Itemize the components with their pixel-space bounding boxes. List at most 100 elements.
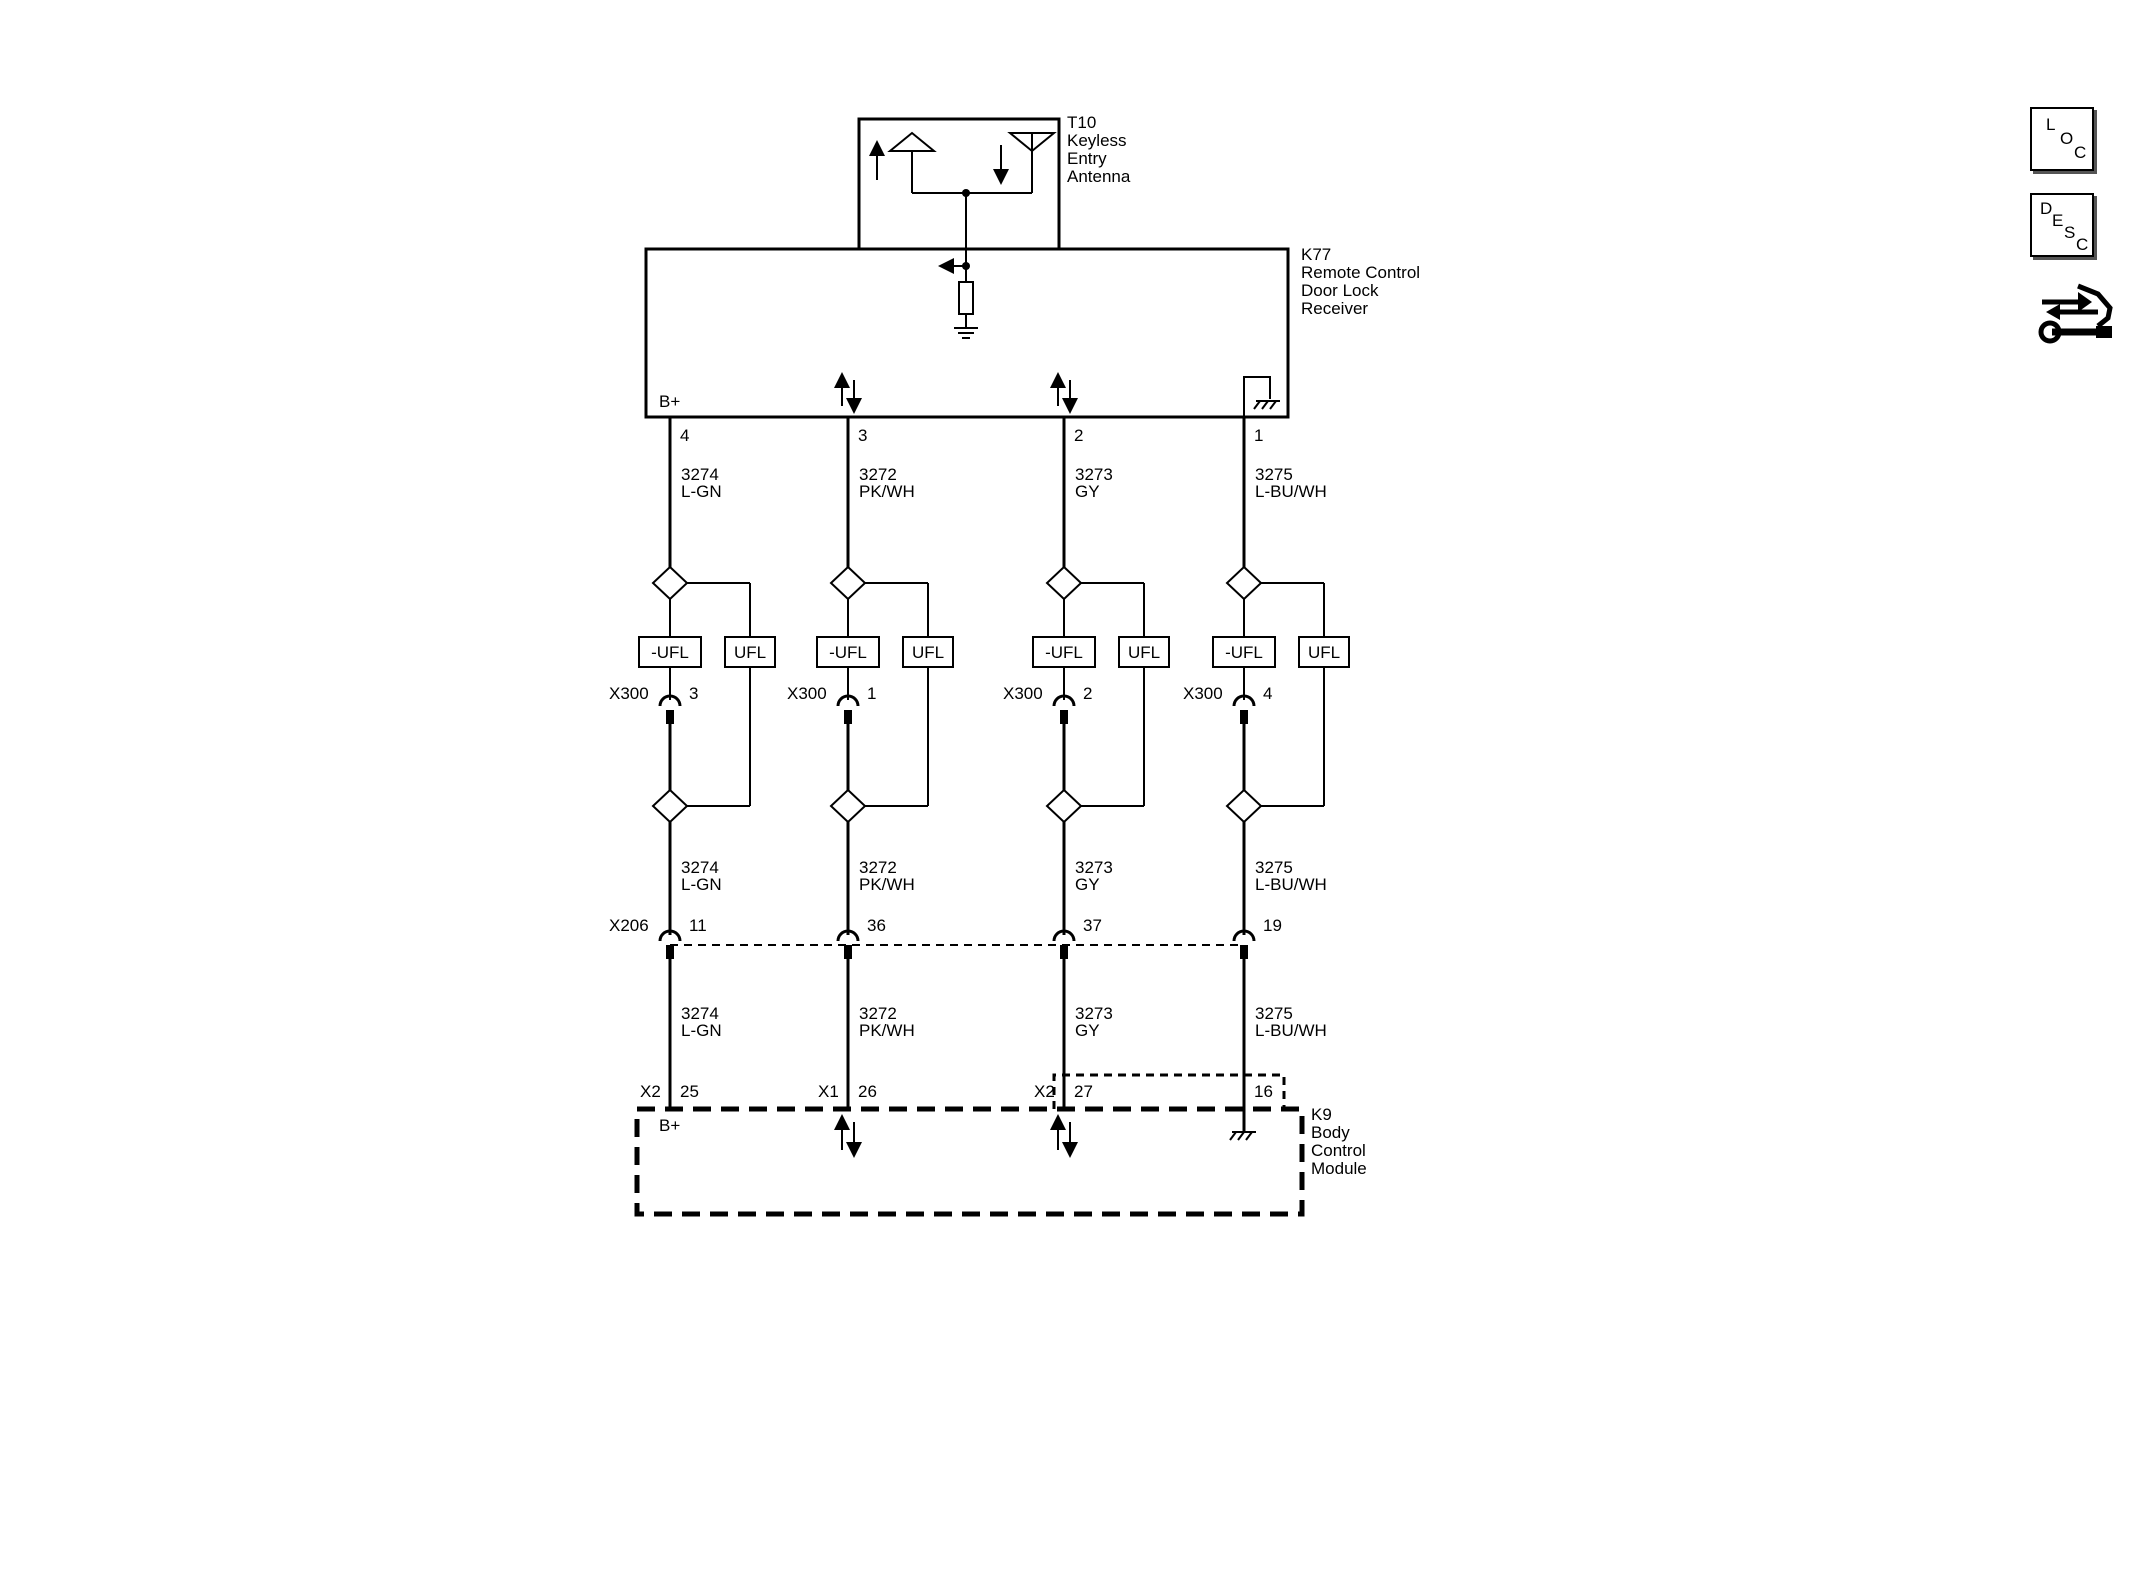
circuit-3273-label-top: 3273 (1075, 465, 1113, 484)
circuit-3275-label-mid: 3275 (1255, 858, 1293, 877)
circuit-3275-not-ufl-box (1212, 636, 1276, 668)
circuit-3273-x206 (1052, 929, 1076, 942)
desc-button[interactable]: D E S C (2030, 193, 2094, 257)
circuit-3273-ufl-box (1118, 636, 1170, 668)
circuit-3272-x300-label: X300 (787, 684, 827, 703)
circuit-3274-x300-pin (666, 710, 674, 724)
desc-letter-4: C (2076, 235, 2089, 254)
x206-label: X206 (609, 916, 649, 935)
circuit-3273-x300-pin: 2 (1083, 684, 1092, 703)
circuit-3272-x300-pin (844, 710, 852, 724)
circuit-3272-bcm-pin: 26 (858, 1082, 877, 1101)
k77-receiver: B+ K77 Remote Control Door Lock Receiver (644, 245, 1420, 419)
circuit-3274-bcm-pin: 25 (680, 1082, 699, 1101)
circuit-3272-k77-pin: 3 (858, 426, 867, 445)
circuit-3274-k77-pin: 4 (680, 426, 689, 445)
k9-name-1: Body (1311, 1123, 1350, 1142)
circuit-3273-x300-label: X300 (1003, 684, 1043, 703)
circuit-3275-x206-pin (1240, 945, 1248, 959)
k9-bcm: B+ K9 Body Control Module (634, 1073, 1367, 1217)
circuit-3273-ufl-box-label: UFL (1128, 643, 1160, 662)
circuit-3272-label-mid: 3272 (859, 858, 897, 877)
circuit-3273-splice-bottom (1045, 788, 1083, 824)
circuit-3273-label-mid: 3273 (1075, 858, 1113, 877)
circuit-3272-ufl-box-label: UFL (912, 643, 944, 662)
circuit-3272-not-ufl-box-label: -UFL (829, 643, 867, 662)
circuit-3272-color-top: PK/WH (859, 482, 915, 501)
circuit-3273-x300-pin (1060, 710, 1068, 724)
k9-name-2: Control (1311, 1141, 1366, 1160)
loc-letter-3: C (2074, 143, 2087, 162)
circuit-3273-color-bottom: GY (1075, 1021, 1100, 1040)
circuit-3274-splice-top (651, 565, 689, 601)
circuit-3272-label-bottom: 3272 (859, 1004, 897, 1023)
k77-name-2: Door Lock (1301, 281, 1379, 300)
bcm-b-plus: B+ (659, 1116, 680, 1135)
circuit-3275-color-mid: L-BU/WH (1255, 875, 1327, 894)
circuit-3272-splice-bottom (829, 788, 867, 824)
circuit-3274-label-bottom: 3274 (681, 1004, 719, 1023)
k9-name-3: Module (1311, 1159, 1367, 1178)
circuit-3273-bcm-pin: 27 (1074, 1082, 1093, 1101)
t10-name-2: Entry (1067, 149, 1107, 168)
loc-button[interactable]: L O C (2030, 107, 2094, 171)
circuit-3274-x300 (658, 694, 682, 707)
circuit-3274-x300-label: X300 (609, 684, 649, 703)
circuit-3274-ufl-box-label: UFL (734, 643, 766, 662)
circuit-3275-splice-top (1225, 565, 1263, 601)
circuit-3275-x300-pin (1240, 710, 1248, 724)
circuit-3274-color-bottom: L-GN (681, 1021, 722, 1040)
circuit-3275-x206-pin: 19 (1263, 916, 1282, 935)
circuit-3275-bcm-pin: 16 (1254, 1082, 1273, 1101)
desc-letter-2: E (2052, 211, 2064, 230)
t10-name-3: Antenna (1067, 167, 1131, 186)
t10-antenna: T10 Keyless Entry Antenna (857, 113, 1131, 251)
circuit-3273-splice-top (1045, 565, 1083, 601)
circuit-3272-color-bottom: PK/WH (859, 1021, 915, 1040)
loc-letter-1: L (2046, 115, 2056, 134)
circuit-3275-ufl-box-label: UFL (1308, 643, 1340, 662)
circuit-3272-x300-pin: 1 (867, 684, 876, 703)
circuit-3273-color-top: GY (1075, 482, 1100, 501)
circuit-3272-x206-pin: 36 (867, 916, 886, 935)
circuit-3272-x206 (836, 929, 860, 942)
k9-ref: K9 (1311, 1105, 1332, 1124)
circuit-3274-x300-pin: 3 (689, 684, 698, 703)
circuit-3273-not-ufl-box (1032, 636, 1096, 668)
circuit-3275-splice-bottom (1225, 788, 1263, 824)
circuit-3272-splice-top (829, 565, 867, 601)
t10-ref: T10 (1067, 113, 1096, 132)
circuit-3275-label-bottom: 3275 (1255, 1004, 1293, 1023)
circuit-3274-color-top: L-GN (681, 482, 722, 501)
circuit-3273-x300 (1052, 694, 1076, 707)
circuit-3273-color-mid: GY (1075, 875, 1100, 894)
k77-b-plus: B+ (659, 392, 680, 411)
circuit-3275-x206 (1232, 929, 1256, 942)
component-navigation-icon[interactable] (2038, 278, 2118, 350)
circuit-3272-x206-pin (844, 945, 852, 959)
k77-name-3: Receiver (1301, 299, 1368, 318)
circuit-3273-label-bottom: 3273 (1075, 1004, 1113, 1023)
circuit-3272-color-mid: PK/WH (859, 875, 915, 894)
circuit-3273-bcm-conn: X2 (1034, 1082, 1055, 1101)
circuit-3275-k77-pin: 1 (1254, 426, 1263, 445)
circuit-3275-x300 (1232, 694, 1256, 707)
circuit-3272-bcm-conn: X1 (818, 1082, 839, 1101)
circuit-3275-not-ufl-box-label: -UFL (1225, 643, 1263, 662)
circuit-3272-label-top: 3272 (859, 465, 897, 484)
circuit-3274-color-mid: L-GN (681, 875, 722, 894)
circuit-3272-x300 (836, 694, 860, 707)
k77-name-1: Remote Control (1301, 263, 1420, 282)
circuit-3274-x206 (658, 929, 682, 942)
circuit-3275-ufl-box (1298, 636, 1350, 668)
circuit-3273-x206-pin (1060, 945, 1068, 959)
k77-ref: K77 (1301, 245, 1331, 264)
desc-letter-1: D (2040, 199, 2053, 218)
circuit-3274-label-mid: 3274 (681, 858, 719, 877)
circuit-3275-color-top: L-BU/WH (1255, 482, 1327, 501)
circuit-3273-x206-pin: 37 (1083, 916, 1102, 935)
circuit-3275-x300-label: X300 (1183, 684, 1223, 703)
circuit-3274-label-top: 3274 (681, 465, 719, 484)
